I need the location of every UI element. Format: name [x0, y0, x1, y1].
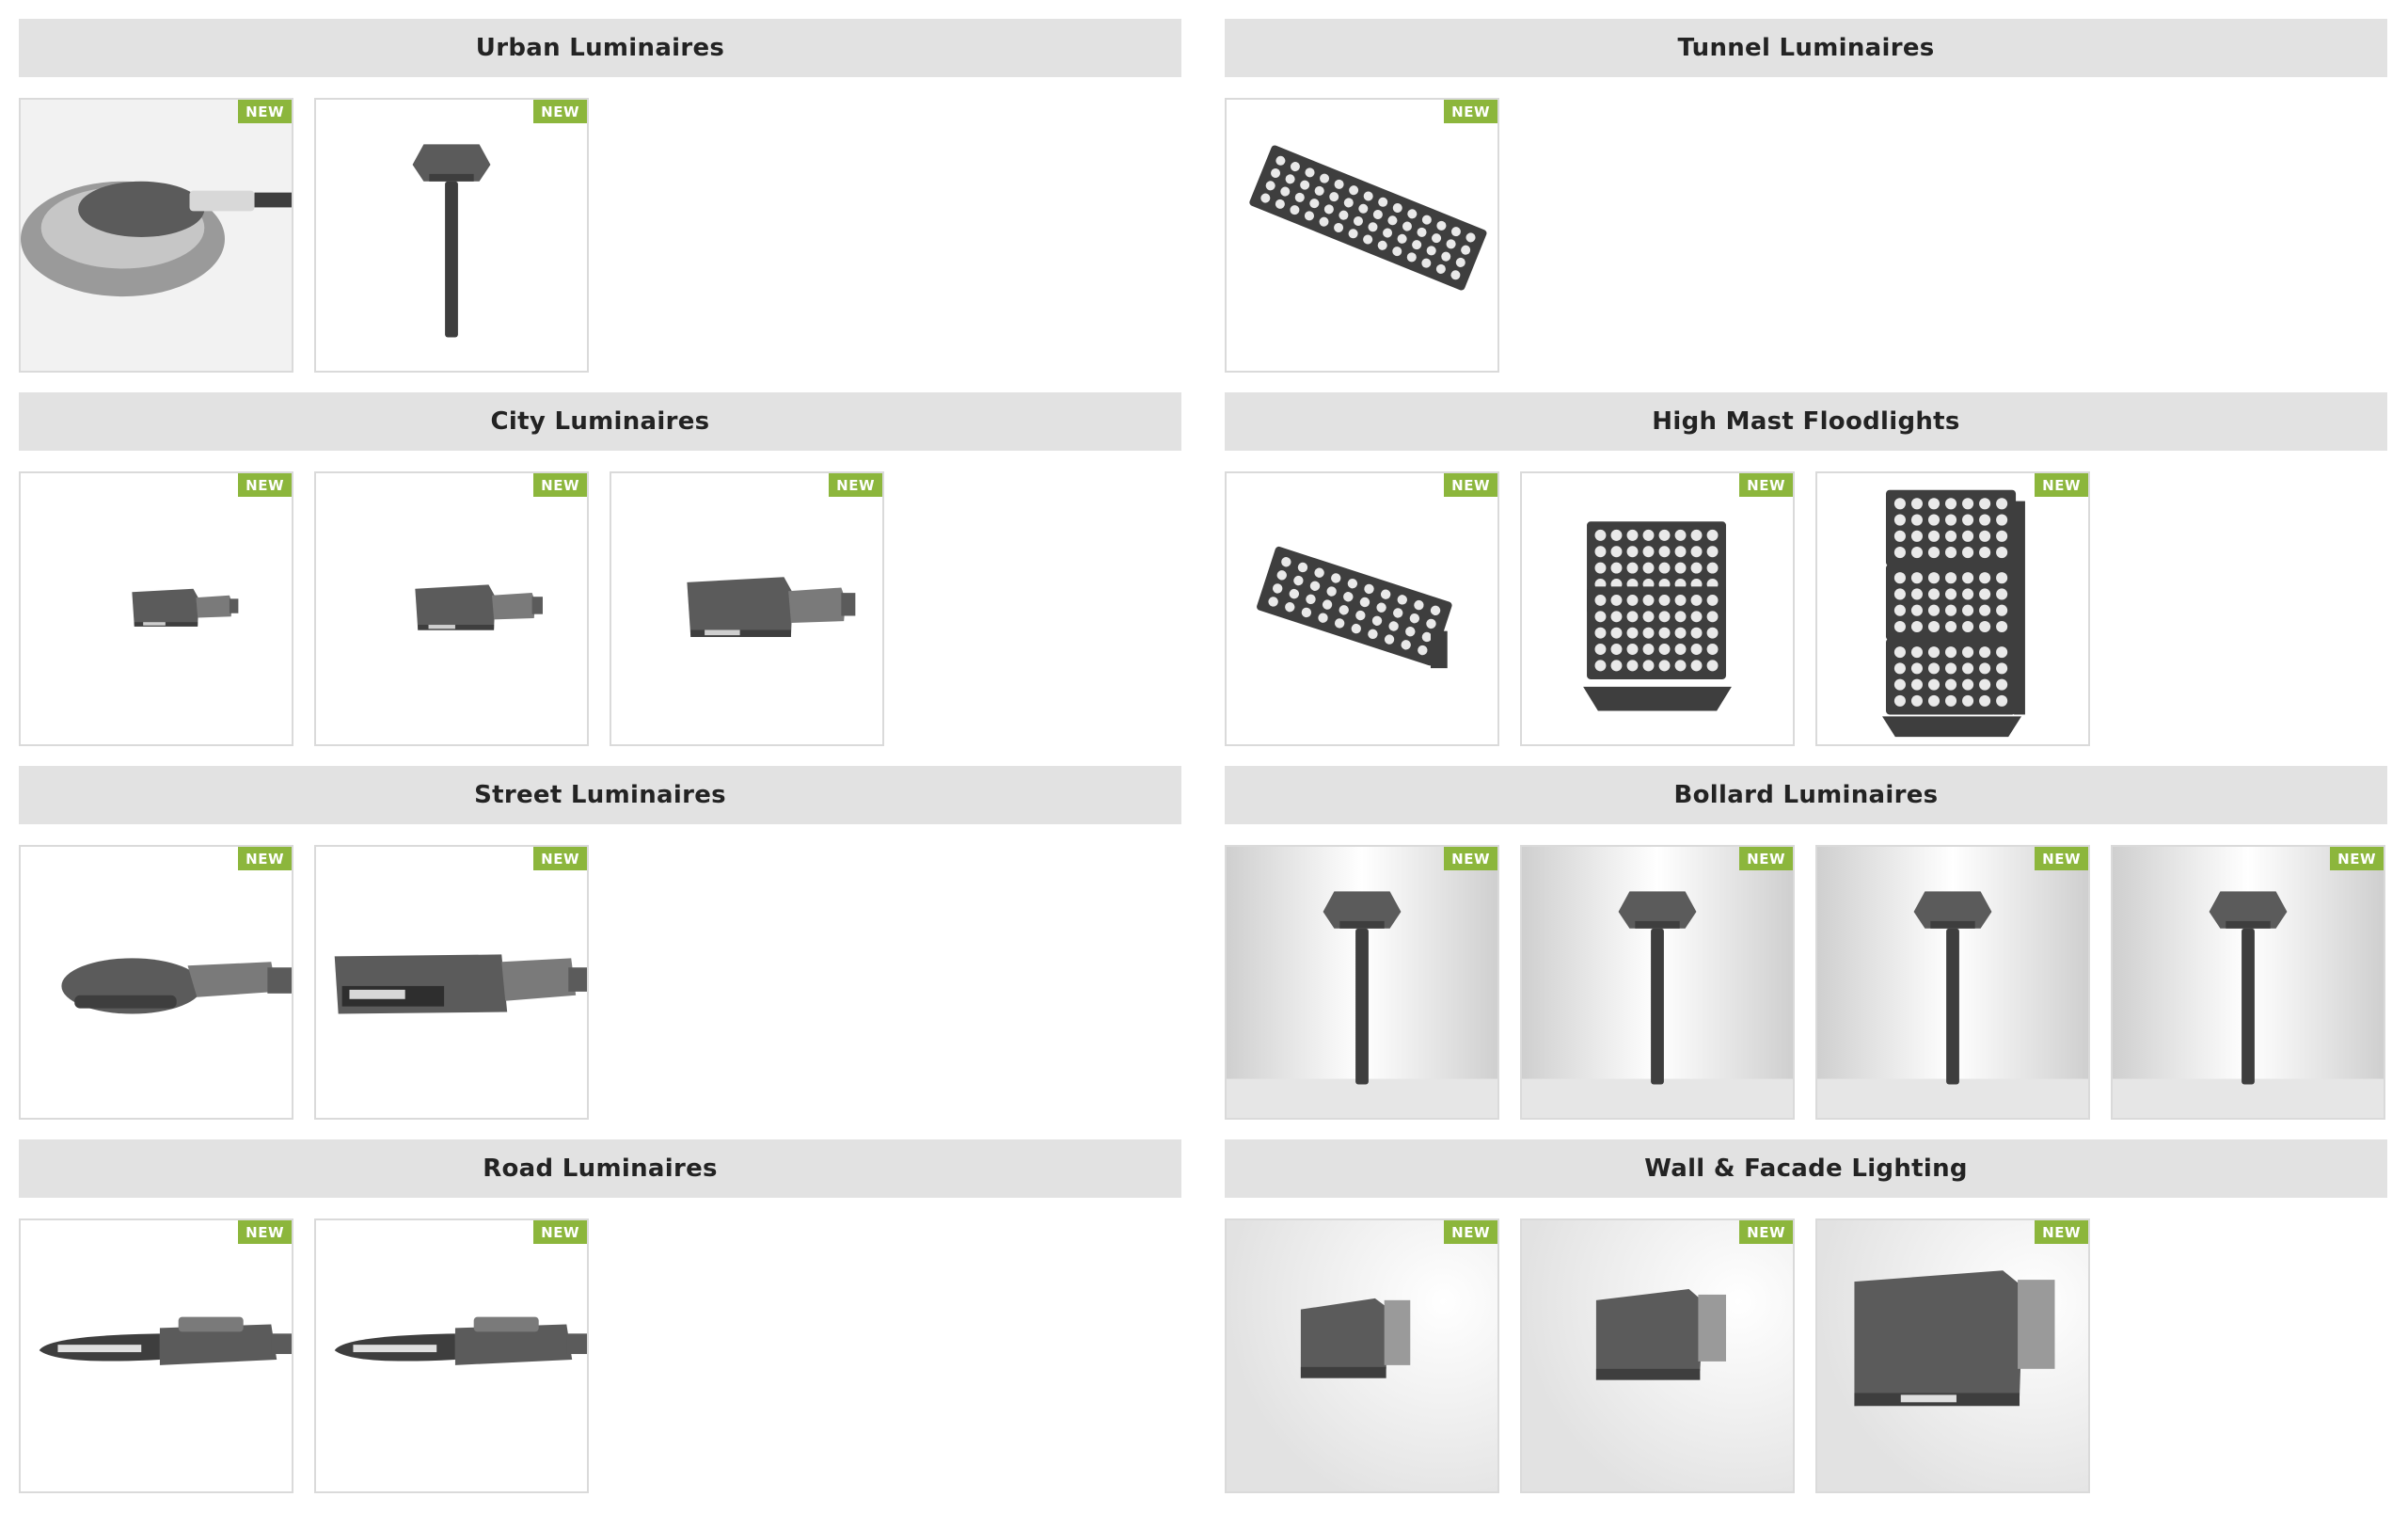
floodlight-triple-icon [1882, 489, 2025, 738]
road-luminaire-icon [334, 1316, 587, 1365]
new-badge: NEW [1444, 473, 1497, 497]
section-title[interactable]: Urban Luminaires [19, 19, 1181, 77]
product-card[interactable]: NEW [314, 471, 589, 746]
new-badge: NEW [238, 1220, 292, 1244]
product-card[interactable]: NEW [19, 471, 293, 746]
section-title[interactable]: Road Luminaires [19, 1139, 1181, 1198]
product-card[interactable]: NEW [1225, 98, 1499, 373]
floodlight-panel-icon [1249, 145, 1487, 291]
product-card[interactable]: NEW [19, 1218, 293, 1493]
section-tunnel: Tunnel Luminaires NEW [1225, 19, 2387, 392]
bollard-icon [1817, 847, 2088, 1118]
wall-luminaire-medium-icon [1522, 1220, 1793, 1491]
product-card[interactable]: NEW [2111, 845, 2385, 1120]
new-badge: NEW [238, 100, 292, 123]
product-card[interactable]: NEW [1225, 845, 1499, 1120]
street-luminaire-round-icon [61, 958, 292, 1014]
new-badge: NEW [238, 847, 292, 870]
product-card[interactable]: NEW [1225, 471, 1499, 746]
new-badge: NEW [533, 847, 587, 870]
product-card[interactable]: NEW [1520, 1218, 1795, 1493]
section-urban: Urban Luminaires NEW NEW [19, 19, 1181, 392]
new-badge: NEW [238, 473, 292, 497]
new-badge: NEW [2035, 473, 2088, 497]
new-badge: NEW [2035, 847, 2088, 870]
road-luminaire-icon [39, 1316, 292, 1365]
section-street: Street Luminaires NEW NEW [19, 766, 1181, 1139]
product-card[interactable]: NEW [1815, 1218, 2090, 1493]
bollard-icon [1227, 847, 1497, 1118]
new-badge: NEW [829, 473, 882, 497]
section-bollard: Bollard Luminaires NEW NEW NEW NEW [1225, 766, 2387, 1139]
product-card[interactable]: NEW [1225, 1218, 1499, 1493]
floodlight-double-icon [1583, 521, 1732, 711]
dome-luminaire-icon [21, 100, 292, 371]
product-card[interactable]: NEW [19, 845, 293, 1120]
section-wall: Wall & Facade Lighting NEW NEW NEW [1225, 1139, 2387, 1513]
new-badge: NEW [2330, 847, 2384, 870]
section-title[interactable]: High Mast Floodlights [1225, 392, 2387, 451]
section-title[interactable]: Wall & Facade Lighting [1225, 1139, 2387, 1198]
floodlight-single-icon [1257, 546, 1452, 669]
section-highmast: High Mast Floodlights NEW NEW NEW [1225, 392, 2387, 766]
section-title[interactable]: City Luminaires [19, 392, 1181, 451]
wall-luminaire-large-icon [1817, 1220, 2088, 1491]
product-card[interactable]: NEW [1815, 471, 2090, 746]
bollard-icon [412, 144, 491, 338]
section-title[interactable]: Tunnel Luminaires [1225, 19, 2387, 77]
section-city: City Luminaires NEW NEW NEW [19, 392, 1181, 766]
bollard-icon [1522, 847, 1793, 1118]
product-card[interactable]: NEW [1520, 845, 1795, 1120]
section-road: Road Luminaires NEW NEW [19, 1139, 1181, 1513]
section-title[interactable]: Bollard Luminaires [1225, 766, 2387, 824]
bollard-icon [2113, 847, 2384, 1118]
product-card[interactable]: NEW [314, 1218, 589, 1493]
city-luminaire-medium-icon [415, 584, 543, 630]
wall-luminaire-small-icon [1227, 1220, 1497, 1491]
product-card[interactable]: NEW [314, 845, 589, 1120]
city-luminaire-large-icon [687, 577, 856, 637]
new-badge: NEW [533, 473, 587, 497]
new-badge: NEW [1444, 847, 1497, 870]
new-badge: NEW [2035, 1220, 2088, 1244]
product-card[interactable]: NEW [1815, 845, 2090, 1120]
new-badge: NEW [533, 1220, 587, 1244]
product-card[interactable]: NEW [314, 98, 589, 373]
street-luminaire-flat-icon [334, 954, 587, 1014]
product-card[interactable]: NEW [1520, 471, 1795, 746]
product-card[interactable]: NEW [19, 98, 293, 373]
section-title[interactable]: Street Luminaires [19, 766, 1181, 824]
new-badge: NEW [1739, 847, 1793, 870]
city-luminaire-small-icon [132, 588, 239, 627]
new-badge: NEW [1739, 473, 1793, 497]
new-badge: NEW [533, 100, 587, 123]
new-badge: NEW [1739, 1220, 1793, 1244]
new-badge: NEW [1444, 1220, 1497, 1244]
product-card[interactable]: NEW [610, 471, 884, 746]
new-badge: NEW [1444, 100, 1497, 123]
